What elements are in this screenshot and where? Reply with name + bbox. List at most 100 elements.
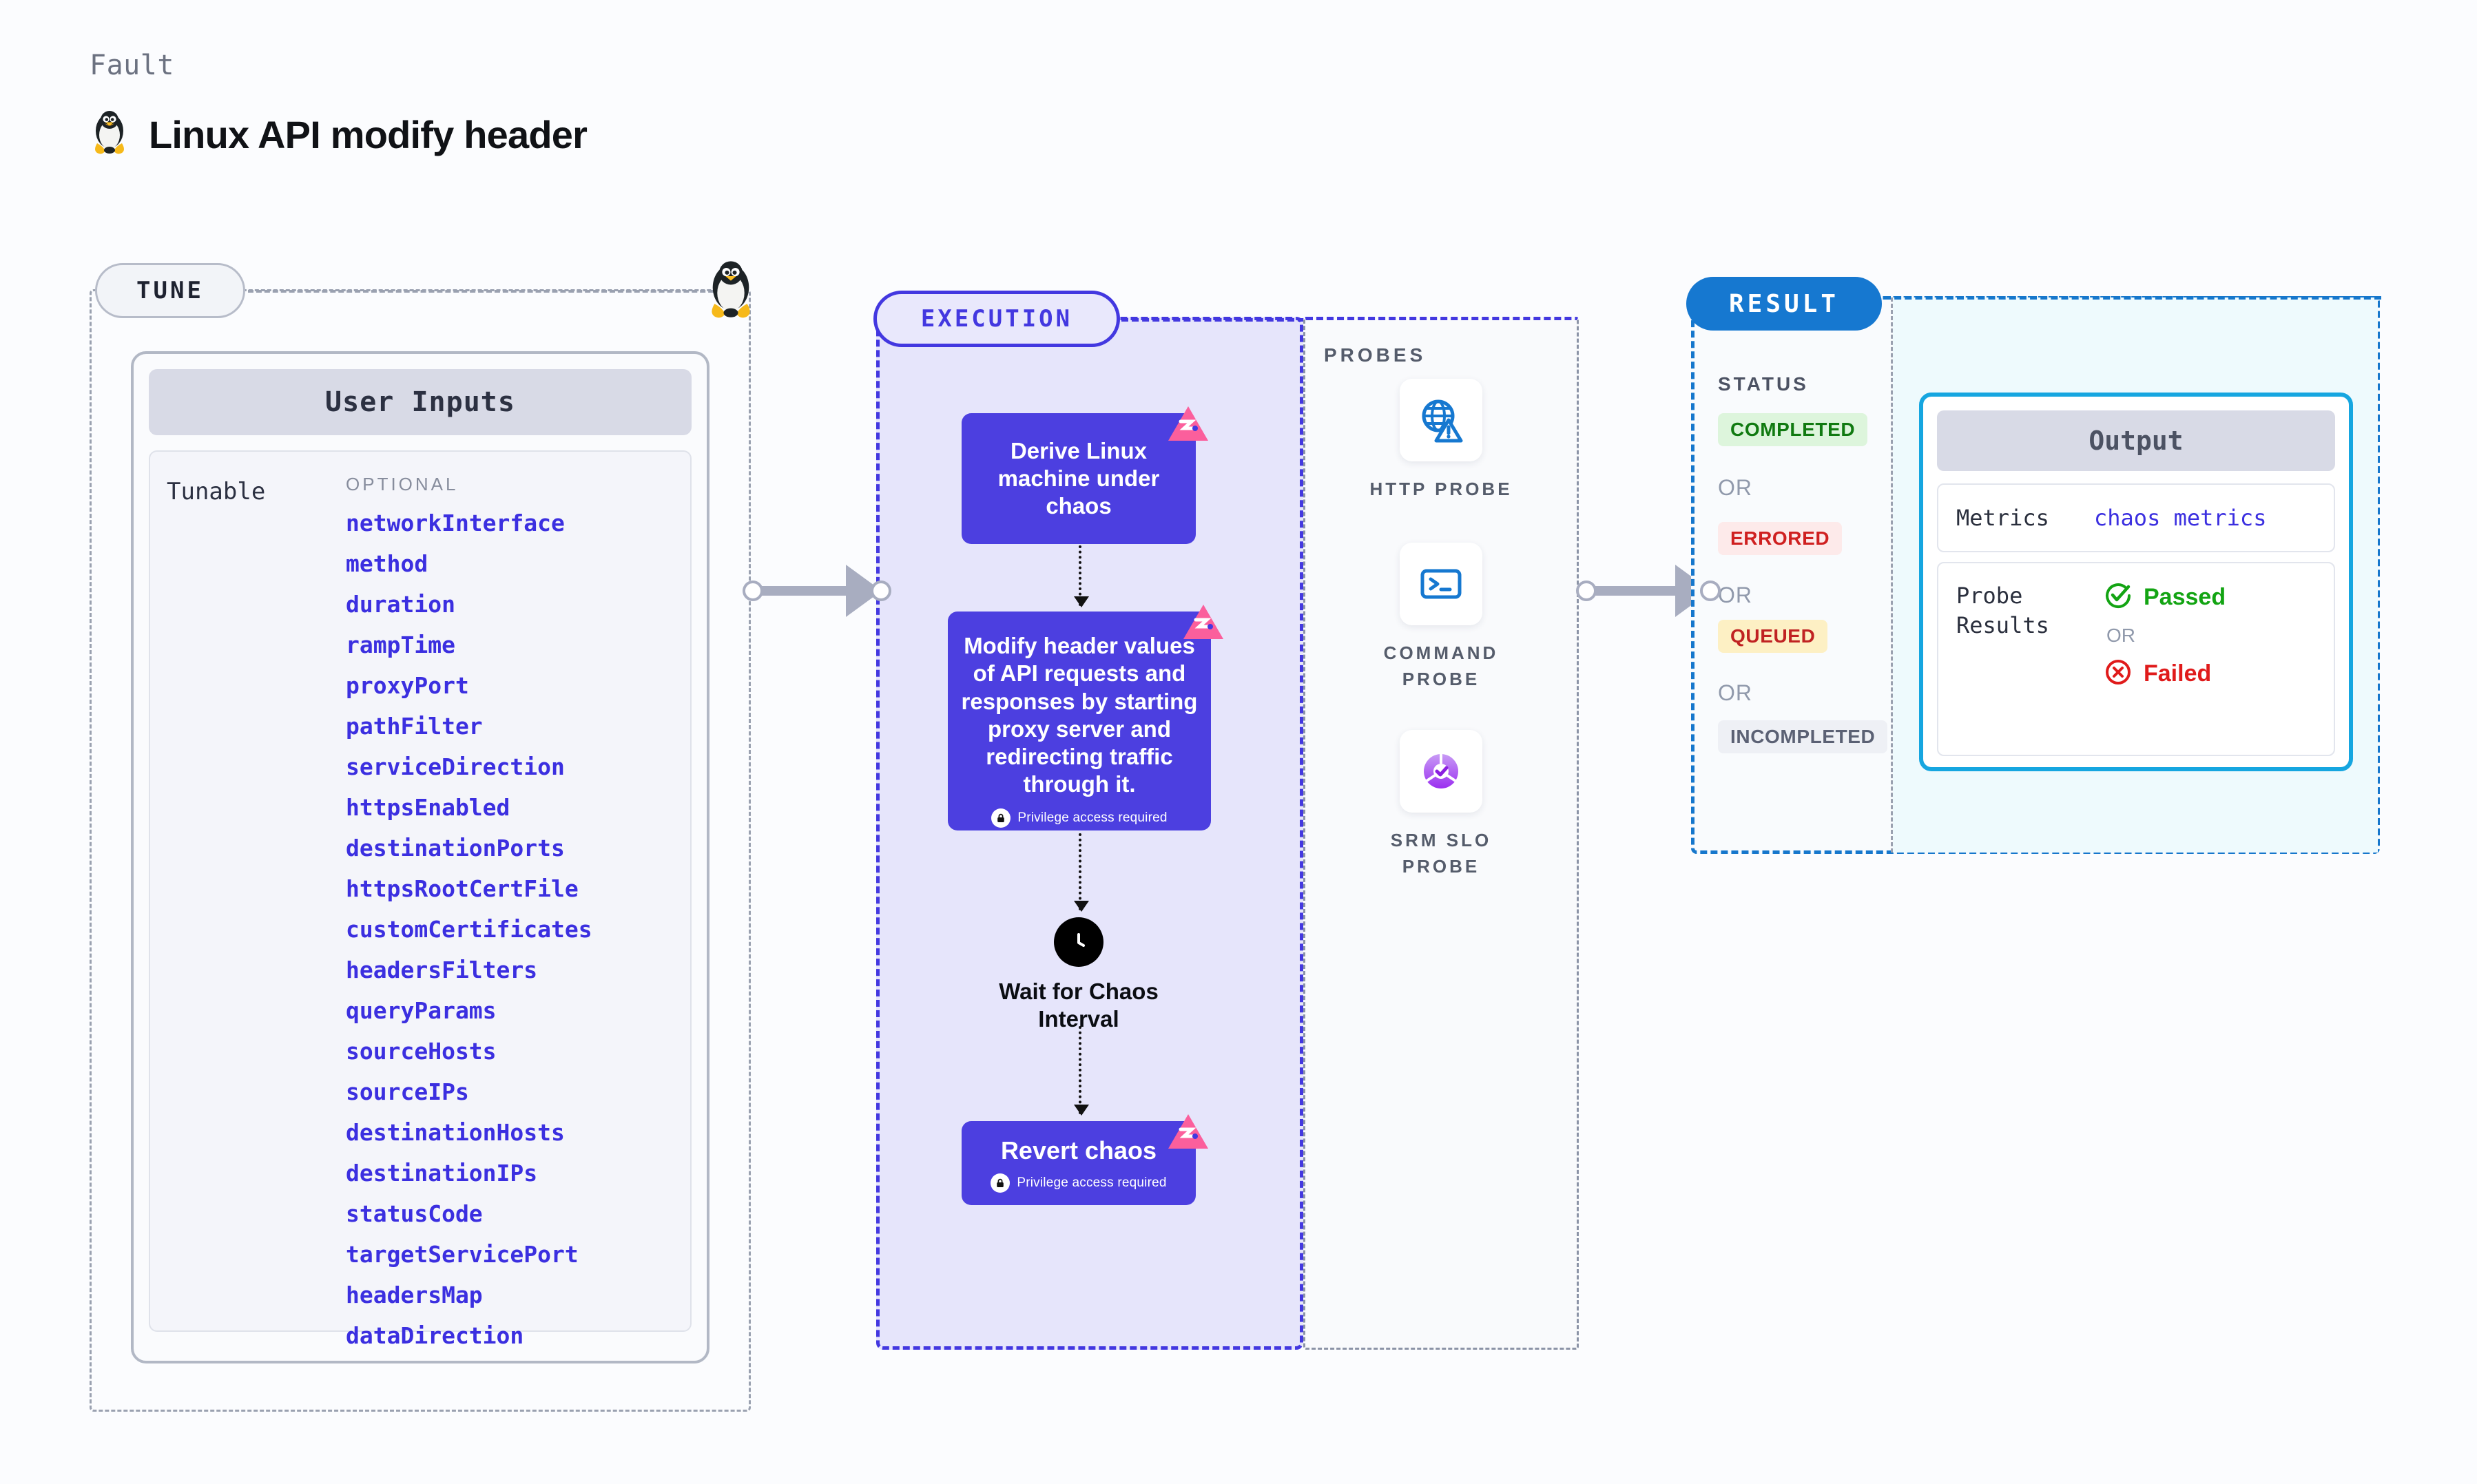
privilege-required-label: Privilege access required <box>1017 810 1168 825</box>
probe-result-passed: Passed <box>2104 581 2334 614</box>
probe-results-row: Probe Results Passed OR <box>1937 562 2335 756</box>
param-item[interactable]: headersMap <box>346 1282 483 1308</box>
flow-node-label: Wait for Chaos Interval <box>999 979 1159 1032</box>
param-item[interactable]: destinationIPs <box>346 1160 538 1187</box>
connector-tune-to-execution <box>743 565 891 617</box>
param-item[interactable]: pathFilter <box>346 713 483 740</box>
eyebrow-label: Fault <box>90 50 174 81</box>
user-inputs-title: User Inputs <box>149 369 692 435</box>
probe-item-command[interactable]: COMMAND PROBE <box>1358 543 1524 692</box>
param-item[interactable]: rampTime <box>346 631 455 658</box>
optional-label: OPTIONAL <box>346 474 459 494</box>
status-badge-queued: QUEUED <box>1718 620 1828 653</box>
status-or-label: OR <box>1718 680 1752 705</box>
chaos-action-icon <box>1182 603 1225 643</box>
terminal-icon <box>1400 543 1482 625</box>
flow-node-label: Modify header values of API requests and… <box>961 633 1198 797</box>
flow-node-modify-header[interactable]: Modify header values of API requests and… <box>948 612 1211 830</box>
probe-result-passed-label: Passed <box>2144 584 2226 610</box>
page-title: Linux API modify header <box>149 112 588 156</box>
flow-node-label: Revert chaos <box>1000 1136 1157 1164</box>
tune-badge: TUNE <box>95 263 245 318</box>
output-title: Output <box>1937 410 2335 471</box>
flow-node-derive[interactable]: Derive Linux machine under chaos <box>962 413 1196 544</box>
probes-panel <box>1303 317 1579 1350</box>
connector-start-dot <box>1576 581 1597 601</box>
result-badge: RESULT <box>1686 277 1882 331</box>
param-item[interactable]: targetServicePort <box>346 1241 579 1268</box>
status-badge-completed: COMPLETED <box>1718 413 1868 446</box>
param-item[interactable]: customCertificates <box>346 916 592 943</box>
user-inputs-body: Tunable OPTIONAL networkInterface method… <box>149 450 692 1347</box>
param-item[interactable]: networkInterface <box>346 510 565 536</box>
privilege-required-row: Privilege access required <box>991 1173 1166 1193</box>
flow-connector-modify-wait <box>1074 833 1089 912</box>
flow-connector-wait-revert <box>1074 1026 1089 1116</box>
probe-item-http[interactable]: HTTP PROBE <box>1358 379 1524 503</box>
connector-end-dot <box>871 581 891 601</box>
status-or-label: OR <box>1718 583 1752 607</box>
probe-results-label: Probe Results <box>1956 583 2049 639</box>
probes-title: PROBES <box>1324 344 1427 366</box>
param-item[interactable]: queryParams <box>346 997 497 1024</box>
page-title-row: Linux API modify header <box>90 110 588 158</box>
probe-results-values: Passed OR Failed <box>2094 581 2334 755</box>
execution-badge: EXECUTION <box>873 291 1120 347</box>
tux-corner-icon <box>704 260 758 327</box>
param-item[interactable]: duration <box>346 591 455 618</box>
param-item[interactable]: sourceHosts <box>346 1038 497 1065</box>
param-item[interactable]: proxyPort <box>346 672 469 699</box>
flow-node-revert-chaos[interactable]: Revert chaos Privilege access required <box>962 1121 1196 1205</box>
param-item[interactable]: method <box>346 550 428 577</box>
probe-result-failed-label: Failed <box>2144 660 2212 687</box>
globe-warning-icon <box>1400 379 1482 461</box>
param-item[interactable]: serviceDirection <box>346 753 565 780</box>
execution-lead-line <box>1121 318 1305 322</box>
metrics-label: Metrics <box>1956 505 2049 531</box>
probe-result-failed: Failed <box>2104 658 2334 690</box>
flow-node-label: Derive Linux machine under chaos <box>997 437 1160 519</box>
param-item[interactable]: destinationHosts <box>346 1119 565 1146</box>
probe-label: COMMAND PROBE <box>1383 642 1499 689</box>
result-lead-line <box>1884 296 2381 300</box>
param-item[interactable]: sourceIPs <box>346 1078 469 1105</box>
flow-connector-derive-modify <box>1074 545 1089 607</box>
probe-item-srm-slo[interactable]: SRM SLO PROBE <box>1358 730 1524 879</box>
status-badge-errored: ERRORED <box>1718 522 1843 555</box>
privilege-required-label: Privilege access required <box>1017 1175 1167 1190</box>
param-item[interactable]: destinationPorts <box>346 835 565 861</box>
result-divider <box>1891 297 1893 853</box>
status-title: STATUS <box>1718 373 1809 395</box>
lock-icon <box>991 1173 1011 1193</box>
check-circle-icon <box>2104 581 2133 614</box>
user-inputs-card: User Inputs Tunable OPTIONAL networkInte… <box>131 351 709 1363</box>
chaos-action-icon <box>1167 405 1210 445</box>
lock-icon <box>991 808 1011 828</box>
param-item[interactable]: httpsEnabled <box>346 794 510 821</box>
param-item[interactable]: headersFilters <box>346 957 538 983</box>
x-circle-icon <box>2104 658 2133 690</box>
param-item[interactable]: statusCode <box>346 1200 483 1227</box>
clock-icon <box>1054 917 1103 967</box>
privilege-required-row: Privilege access required <box>991 808 1167 828</box>
param-item[interactable]: httpsRootCertFile <box>346 875 579 902</box>
connector-shaft <box>1594 586 1679 596</box>
probe-result-or-label: OR <box>2106 625 2135 646</box>
output-card: Output Metrics chaos metrics Probe Resul… <box>1919 393 2353 771</box>
tunable-label: Tunable <box>167 478 266 505</box>
probe-label: HTTP PROBE <box>1369 479 1513 499</box>
chaos-action-icon <box>1167 1113 1210 1153</box>
probe-label: SRM SLO PROBE <box>1390 830 1492 877</box>
param-item[interactable]: dataDirection <box>346 1322 524 1349</box>
tunable-param-list: OPTIONAL networkInterface method duratio… <box>346 474 676 1347</box>
connector-shaft <box>760 586 850 596</box>
status-badge-incompleted: INCOMPLETED <box>1718 720 1888 753</box>
linux-tux-icon <box>90 110 129 158</box>
connector-start-dot <box>743 581 763 601</box>
slo-donut-check-icon <box>1400 730 1482 813</box>
metrics-row: Metrics chaos metrics <box>1937 483 2335 552</box>
metrics-value[interactable]: chaos metrics <box>2094 505 2267 531</box>
tune-lead-line <box>248 290 730 293</box>
flow-node-wait-interval[interactable]: Wait for Chaos Interval <box>992 917 1165 1032</box>
